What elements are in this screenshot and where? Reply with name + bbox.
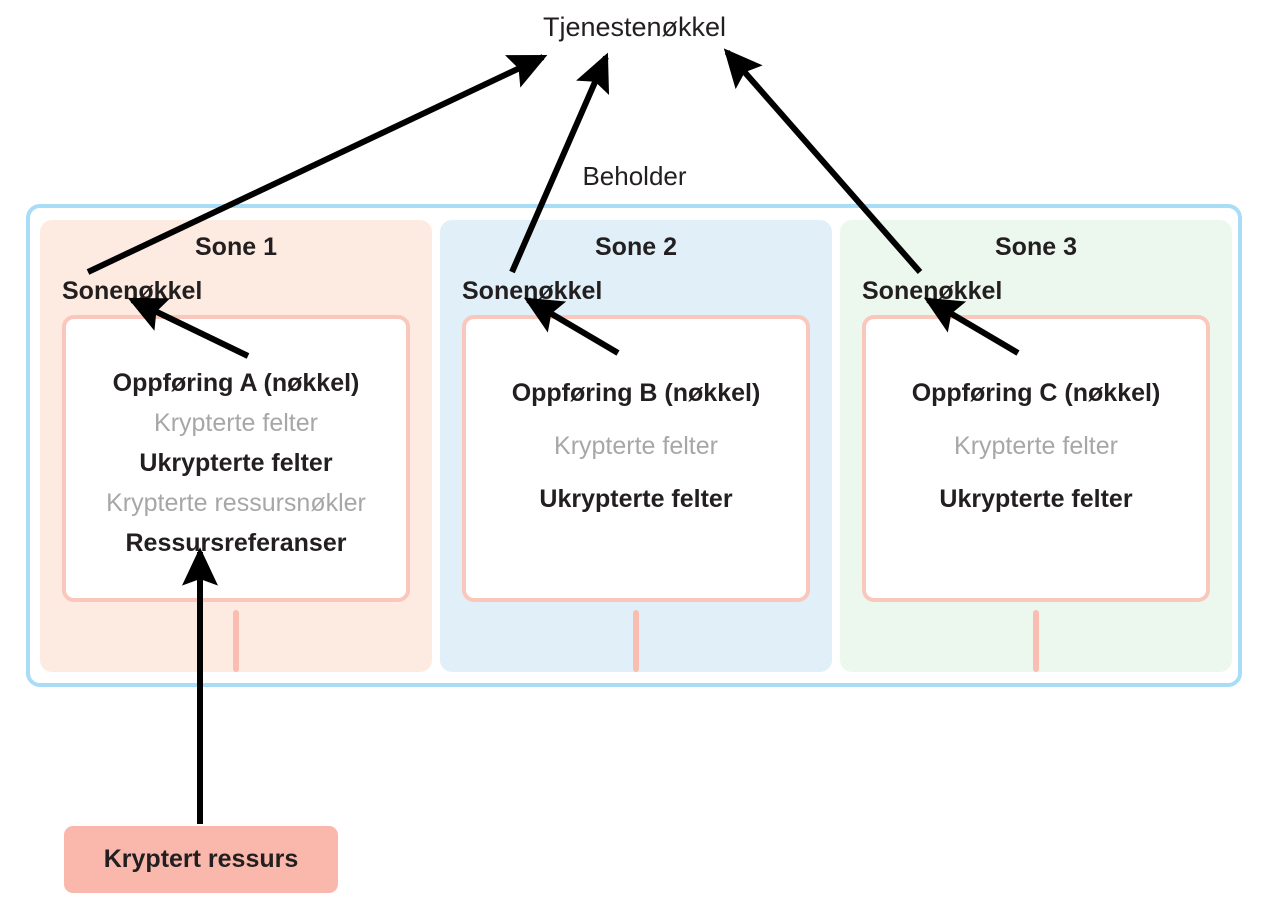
zone-2: Sone 2 Sonenøkkel Oppføring B (nøkkel) K…: [440, 220, 832, 672]
zone-3-title: Sone 3: [995, 233, 1077, 261]
zone-1-unencrypted-fields: Ukrypterte felter: [139, 449, 333, 477]
zone-1-resource-references: Ressursreferanser: [125, 529, 347, 557]
zone-1-title: Sone 1: [195, 233, 277, 261]
zone-1-entry-card: Oppføring A (nøkkel) Krypterte felter Uk…: [62, 315, 410, 602]
service-key-label: Tjenestenøkkel: [542, 12, 727, 42]
zone-3-key-label: Sonenøkkel: [862, 277, 1003, 305]
encrypted-resource-box: Kryptert ressurs: [64, 826, 338, 893]
container-label: Beholder: [582, 161, 687, 191]
zone-2-entry-card: Oppføring B (nøkkel) Krypterte felter Uk…: [462, 315, 810, 602]
zone-1-encrypted-resource-keys: Krypterte ressursnøkler: [106, 489, 366, 517]
zone-1-key-label: Sonenøkkel: [62, 277, 203, 305]
zone-3-dashed-continuation: [1033, 610, 1039, 672]
zone-2-dashed-continuation: [633, 610, 639, 672]
zone-2-entry-name: Oppføring B (nøkkel): [511, 379, 761, 407]
zone-2-key-label: Sonenøkkel: [462, 277, 603, 305]
zone-3-entry-card: Oppføring C (nøkkel) Krypterte felter Uk…: [862, 315, 1210, 602]
zone-2-unencrypted-fields: Ukrypterte felter: [539, 485, 733, 513]
zone-1-entry-name: Oppføring A (nøkkel): [112, 369, 360, 397]
encrypted-resource-label: Kryptert ressurs: [103, 845, 299, 873]
zone-3-encrypted-fields: Krypterte felter: [954, 432, 1118, 460]
zone-2-title: Sone 2: [595, 233, 677, 261]
zone-3-unencrypted-fields: Ukrypterte felter: [939, 485, 1133, 513]
zone-3-entry-name: Oppføring C (nøkkel): [911, 379, 1161, 407]
zone-1-dashed-continuation: [233, 610, 239, 672]
zone-1: Sone 1 Sonenøkkel Oppføring A (nøkkel) K…: [40, 220, 432, 672]
zone-1-encrypted-fields: Krypterte felter: [154, 409, 318, 437]
zone-3: Sone 3 Sonenøkkel Oppføring C (nøkkel) K…: [840, 220, 1232, 672]
zone-2-encrypted-fields: Krypterte felter: [554, 432, 718, 460]
